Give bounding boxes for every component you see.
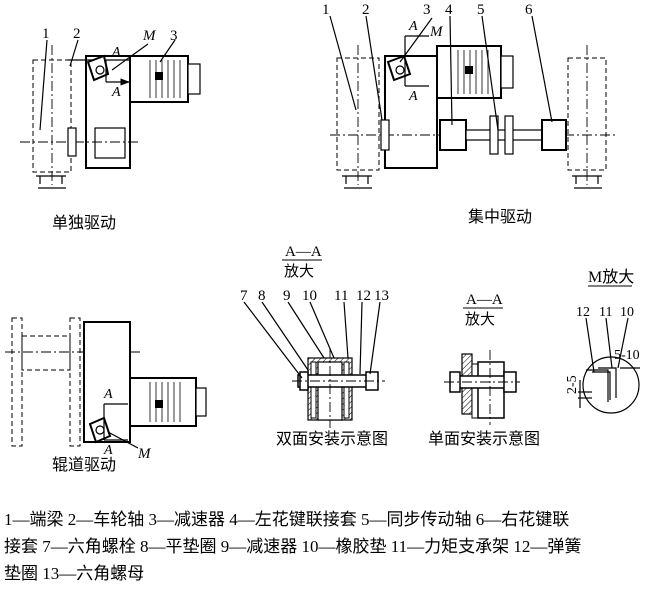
label-1: 1	[322, 2, 330, 18]
roller-drive-caption: 辊道驱动	[52, 456, 116, 474]
torque-bracket	[88, 416, 112, 444]
section-mark-a: A	[408, 19, 418, 34]
leader-line	[107, 431, 139, 449]
rail	[36, 175, 66, 189]
leader-line	[481, 15, 499, 131]
single-mount-figure: A—A 放大 单面安装示意图	[428, 292, 540, 448]
torque-support	[477, 361, 505, 419]
torque-bracket	[86, 54, 110, 82]
terminal-box	[155, 400, 163, 408]
drawing-canvas: 1 2 A A M 3 单独驱动 1 2	[5, 2, 640, 474]
label-10: 10	[620, 305, 634, 320]
section-mark-a: A	[408, 89, 418, 104]
label-12: 12	[576, 305, 590, 320]
leader-line	[531, 15, 553, 123]
detail-title: M放大	[588, 268, 634, 286]
roller-flange	[69, 317, 81, 447]
central-drive-caption: 集中驱动	[468, 208, 532, 226]
section-title: A—A	[466, 292, 503, 308]
rail	[342, 175, 372, 189]
dimension-gap: 5-10	[614, 348, 640, 363]
right-spline-coupling	[541, 119, 567, 151]
legend-line: 1—端梁 2—车轮轴 3—减速器 4—左花键联接套 5—同步传动轴 6—右花键联	[4, 510, 570, 529]
roller-drive-figure: A A M 辊道驱动	[5, 317, 207, 474]
motor-end-cap	[187, 63, 201, 95]
detail-mark-m: M	[142, 28, 157, 44]
single-mount-caption: 单面安装示意图	[428, 429, 540, 448]
detail-circle	[582, 356, 640, 414]
label-2: 2	[362, 2, 370, 18]
section-scale: 放大	[465, 311, 495, 328]
wheel-hub	[94, 127, 126, 159]
label-5: 5	[477, 2, 485, 18]
label-6: 6	[525, 2, 533, 18]
double-mount-figure: A—A 放大 7 8 9 10 11 12 13 双面安装示意图	[240, 244, 389, 448]
shaft-flange	[489, 115, 499, 155]
label-11: 11	[599, 305, 612, 320]
section-mark-a: A	[103, 387, 113, 402]
detail-m-figure: M放大 12 11 10 5-10 2-5	[565, 268, 640, 414]
leader-line	[39, 39, 48, 131]
legend-line: 接套 7—六角螺栓 8—平垫圈 9—减速器 10—橡胶垫 11—力矩支承架 12…	[4, 537, 582, 556]
leader-line	[69, 39, 79, 67]
leader-line	[329, 15, 357, 111]
rubber-pad	[310, 361, 317, 419]
detail-layers	[586, 367, 617, 402]
label-8: 8	[258, 288, 266, 304]
left-spline-coupling	[439, 119, 467, 151]
roller-flange	[11, 317, 23, 447]
section-title: A—A	[285, 244, 322, 260]
section-scale: 放大	[284, 263, 314, 280]
rail	[572, 175, 602, 189]
motor-end-cap	[195, 387, 207, 417]
label-10: 10	[302, 288, 317, 304]
leader-line	[365, 15, 383, 121]
detail-mark-m: M	[429, 24, 444, 40]
dimension-height: 2-5	[565, 375, 580, 394]
label-9: 9	[283, 288, 291, 304]
terminal-box	[155, 72, 163, 80]
leader-line	[111, 43, 149, 71]
wheel-axle	[380, 119, 390, 151]
leader-lines	[585, 317, 629, 373]
label-7: 7	[240, 288, 248, 304]
roller	[21, 335, 71, 371]
section-mark-a: A	[103, 443, 113, 458]
motor-end-cap	[500, 55, 514, 89]
leader-lines	[243, 301, 381, 379]
single-drive-figure: 1 2 A A M 3 单独驱动	[20, 26, 201, 232]
label-11: 11	[334, 288, 348, 304]
label-3: 3	[423, 2, 431, 18]
label-13: 13	[374, 288, 389, 304]
double-mount-caption: 双面安装示意图	[276, 429, 388, 448]
section-mark-a: A	[111, 45, 121, 60]
label-12: 12	[356, 288, 371, 304]
label-1: 1	[42, 26, 50, 42]
reducer	[83, 321, 131, 443]
sync-shaft	[465, 129, 543, 141]
legend: 1—端梁 2—车轮轴 3—减速器 4—左花键联接套 5—同步传动轴 6—右花键联…	[4, 506, 650, 587]
bolt-hole	[395, 65, 405, 75]
leader-line	[449, 15, 453, 126]
central-drive-figure: 1 2 A A 3 M 4 5 6 集中驱动	[322, 2, 615, 226]
leader-line	[399, 17, 433, 63]
section-mark-a: A	[111, 85, 121, 100]
rubber-pad	[343, 361, 350, 419]
leader-line	[159, 39, 176, 63]
single-drive-caption: 单独驱动	[52, 214, 116, 232]
rubber-pad	[471, 363, 479, 419]
label-4: 4	[445, 2, 453, 18]
detail-mark-m: M	[137, 446, 152, 462]
shaft-flange	[504, 115, 514, 155]
terminal-box	[465, 66, 473, 74]
wheel-axle	[67, 127, 77, 157]
section-arrow	[404, 35, 429, 87]
legend-line: 垫圈 13—六角螺母	[4, 564, 145, 583]
bolt-hole	[95, 65, 105, 75]
label-3: 3	[170, 28, 178, 44]
label-2: 2	[73, 26, 81, 42]
